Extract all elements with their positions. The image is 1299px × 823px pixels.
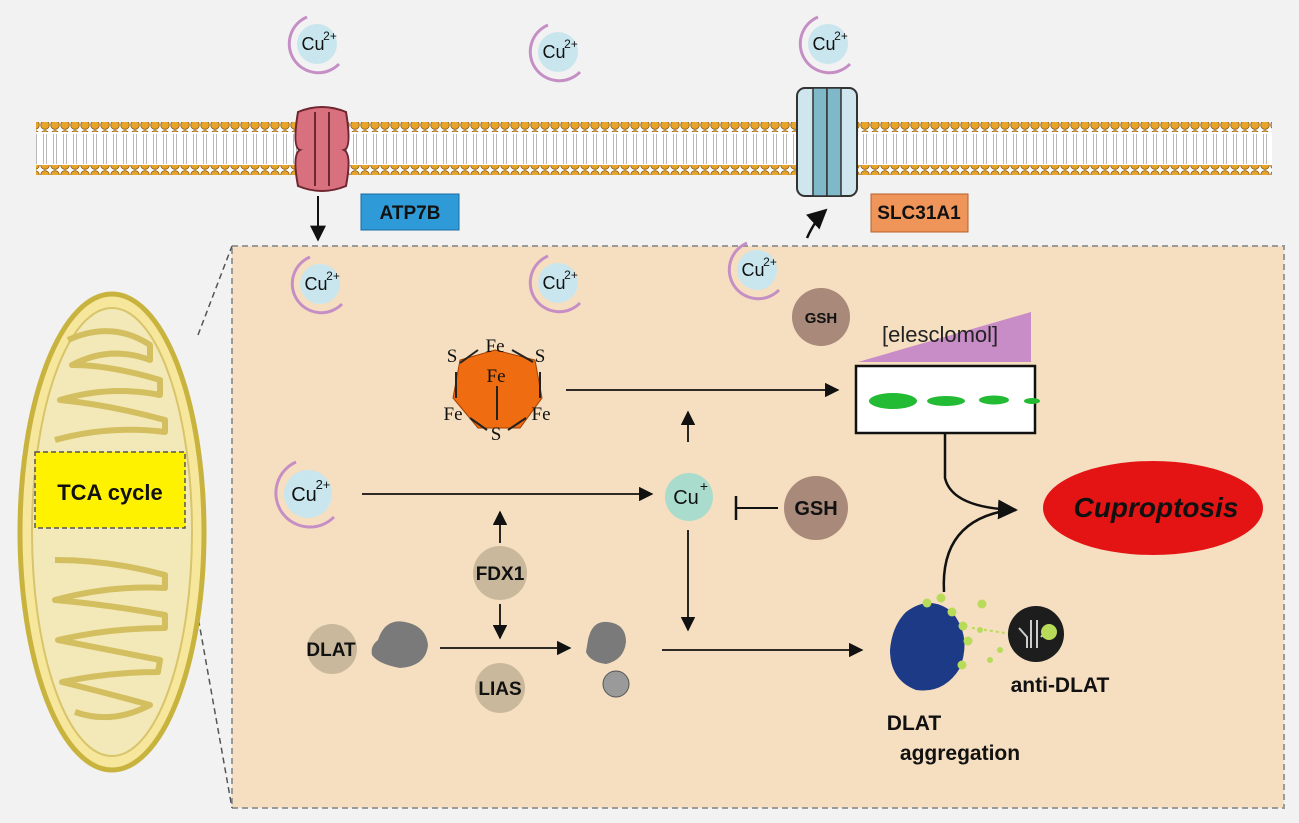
- fe-atom-left: Fe: [444, 404, 463, 425]
- atp7b-transporter: [294, 106, 350, 192]
- cu1-ion-text: Cu: [673, 487, 699, 509]
- cu2-ion-pathway: Cu 2+: [274, 460, 336, 529]
- arrow-blot-to-cuproptosis: [943, 434, 1018, 520]
- gsh-top: GSH: [792, 288, 850, 346]
- cu2-ion-extracellular-1: Cu 2+: [287, 15, 341, 75]
- arrow-aggregation-to-cuproptosis: [942, 508, 1011, 593]
- anti-dlat-antibody: [1008, 606, 1064, 662]
- s-atom-left: S: [447, 346, 458, 367]
- gsh-right: GSH: [784, 476, 848, 540]
- cu2-ion-text: Cu: [304, 274, 327, 294]
- cu2-ion-intracellular-3: Cu 2+: [727, 241, 781, 301]
- cu2-ion-extracellular-2: Cu 2+: [528, 23, 582, 83]
- slc31a1-label: SLC31A1: [877, 203, 961, 224]
- cu2-ion-charge: 2+: [316, 477, 331, 492]
- tca-cycle-box: [34, 451, 186, 529]
- cu2-ion-charge: 2+: [323, 29, 337, 43]
- cuproptosis-label: Cuproptosis: [1074, 492, 1239, 523]
- cu2-ion-intracellular-2: Cu 2+: [528, 254, 582, 314]
- fe-atom-center: Fe: [487, 366, 506, 387]
- dlat-protein: DLAT: [306, 621, 428, 674]
- fdx1-protein: FDX1: [473, 546, 527, 600]
- gsh-top-label: GSH: [805, 310, 838, 327]
- dlat-aggregate: [890, 593, 1003, 691]
- arrow-to-slc31a1: [805, 208, 828, 239]
- cu2-ion-charge: 2+: [834, 29, 848, 43]
- zoom-line-top: [197, 245, 233, 336]
- cu2-ion-extracellular-3: Cu 2+: [798, 15, 852, 75]
- cu2-ion-intracellular-1: Cu 2+: [290, 255, 344, 315]
- cu1-ion: Cu +: [665, 473, 713, 521]
- cu2-ion-charge: 2+: [564, 268, 578, 282]
- atp7b-label-box: [360, 193, 460, 231]
- tca-cycle-label: TCA cycle: [57, 480, 163, 505]
- lias-label: LIAS: [478, 679, 521, 700]
- dlat-aggregation-label-2: aggregation: [900, 742, 1020, 765]
- cu2-ion-charge: 2+: [564, 37, 578, 51]
- cu2-ion-text: Cu: [291, 484, 317, 506]
- western-blot: [854, 364, 1040, 435]
- antibody-binding-line: [971, 627, 1013, 635]
- cuproptosis-ellipse: [1043, 461, 1263, 555]
- fe-s-cluster: Fe Fe Fe Fe S S S: [444, 336, 551, 445]
- cu2-ion-charge: 2+: [763, 255, 777, 269]
- zoom-line-bottom: [194, 599, 233, 809]
- gsh-right-label: GSH: [794, 498, 837, 520]
- cu2-ion-text: Cu: [542, 273, 565, 293]
- fe-atom-top: Fe: [486, 336, 505, 357]
- dlat-aggregation-label-1: DLAT: [887, 712, 942, 735]
- elesclomol-label: [elesclomol]: [882, 322, 998, 347]
- fdx1-label: FDX1: [476, 564, 525, 585]
- lias-protein: LIAS: [475, 663, 525, 713]
- atp7b-label: ATP7B: [380, 203, 441, 224]
- slc31a1-transporter: [796, 87, 858, 197]
- cu2-ion-text: Cu: [812, 34, 835, 54]
- s-atom-right: S: [535, 346, 546, 367]
- elesclomol-wedge: [858, 312, 1031, 362]
- fe-atom-right: Fe: [532, 404, 551, 425]
- lipoylated-dlat: [586, 621, 630, 698]
- cu1-ion-charge: +: [700, 478, 708, 494]
- slc31a1-label-box: [870, 193, 969, 233]
- cu2-ion-text: Cu: [542, 42, 565, 62]
- cu2-ion-text: Cu: [301, 34, 324, 54]
- anti-dlat-label: anti-DLAT: [1011, 674, 1110, 697]
- cu2-ion-text: Cu: [741, 260, 764, 280]
- dlat-label: DLAT: [306, 640, 356, 661]
- mitochondrion: [17, 291, 207, 773]
- s-atom-bottom: S: [491, 424, 502, 445]
- cu2-ion-charge: 2+: [326, 269, 340, 283]
- cell-membrane: [36, 122, 1272, 175]
